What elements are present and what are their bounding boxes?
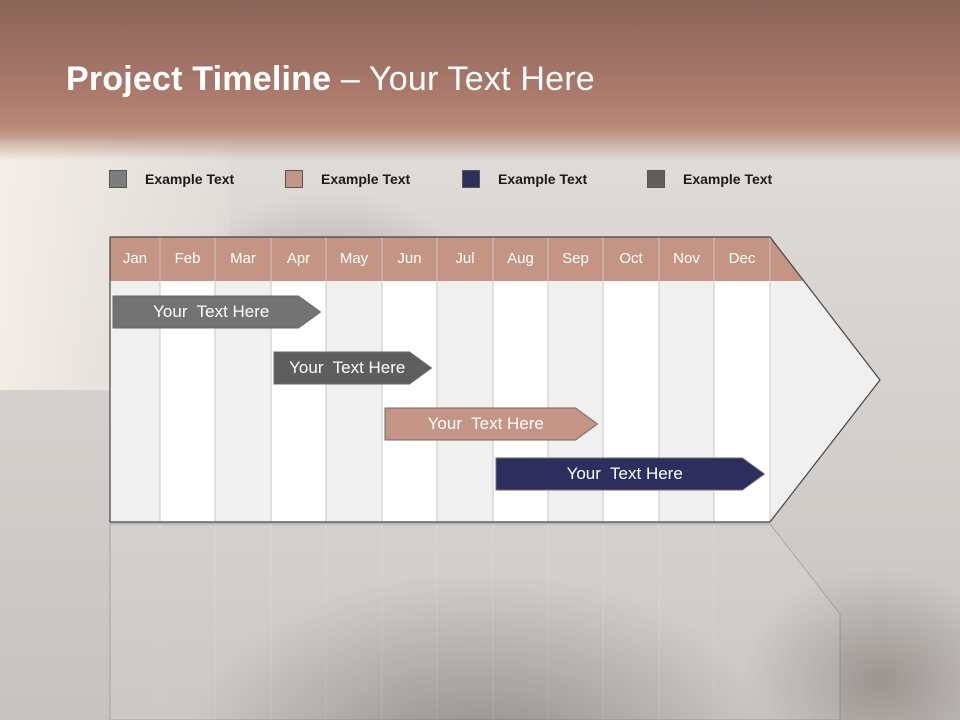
timeline-arrow-head [770,237,880,522]
month-column [110,237,160,522]
legend-item: Example Text [109,170,234,188]
month-label: Sep [562,250,589,267]
legend-swatch [647,170,665,188]
slide-title-rest: – Your Text Here [331,60,595,98]
timeline-outline [109,236,881,523]
legend-item: Example Text [647,170,772,188]
month-column [160,237,215,522]
legend-swatch [462,170,480,188]
legend-item: Example Text [462,170,587,188]
month-header-cell [215,237,271,281]
month-header-cell [326,237,382,281]
timeline-reflection [109,523,841,720]
month-header-cell [110,237,160,281]
timeline-bar-label: Your Text Here [566,464,683,483]
month-header-cell [493,237,548,281]
legend-label: Example Text [683,171,773,187]
month-label: Oct [619,250,643,267]
month-header-cell [160,237,215,281]
timeline-bar [112,295,322,329]
month-label: Nov [673,250,700,267]
month-header-cell [659,237,714,281]
timeline-bar [273,351,433,385]
title-band [0,0,960,160]
timeline-bar [495,457,766,491]
month-column [437,237,493,522]
timeline-bar [384,407,599,441]
month-header-cell [437,237,493,281]
month-label: Apr [286,250,311,267]
legend-label: Example Text [145,171,235,187]
timeline-bar-label: Your Text Here [153,302,270,321]
month-header-cell [714,237,770,281]
month-header-cell [603,237,659,281]
legend-swatch [109,170,127,188]
legend-item: Example Text [285,170,410,188]
month-label: May [339,250,369,267]
slide-title-bold: Project Timeline [66,60,332,98]
month-label: Feb [174,250,201,267]
month-label: Mar [230,250,256,267]
legend-label: Example Text [498,171,588,187]
month-column [215,237,271,522]
timeline-bar-label: Your Text Here [427,414,544,433]
month-label: Jun [397,250,422,267]
month-label: Jul [455,250,475,267]
month-label: Dec [728,250,756,267]
month-label: Jan [122,250,148,267]
month-header-cell [382,237,437,281]
legend-label: Example Text [321,171,411,187]
legend: Example Text Example Text Example Text E… [0,170,960,194]
slide-title: Project Timeline – Your Text Here [66,60,595,99]
timeline-bar-label: Your Text Here [289,358,406,377]
month-header-cell [271,237,326,281]
month-header-cell [548,237,603,281]
legend-swatch [285,170,303,188]
month-label: Aug [507,250,534,267]
